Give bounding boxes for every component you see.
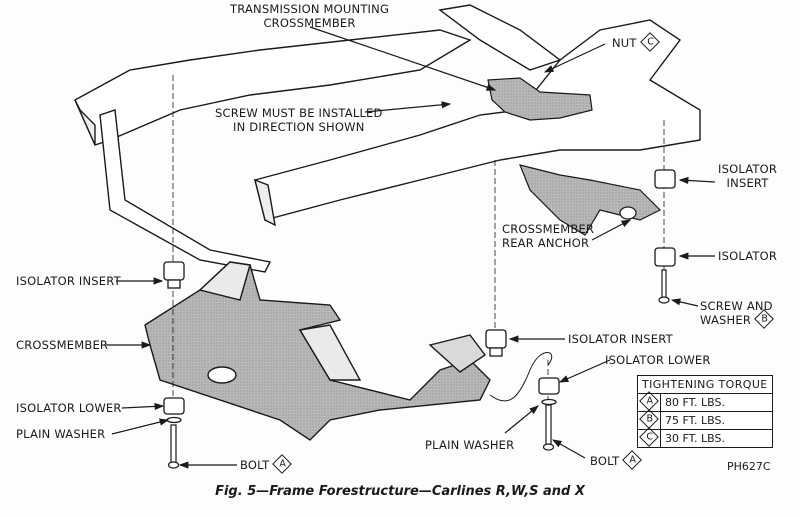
- torque-key-letter: A: [646, 394, 653, 406]
- label-isolator-insert-left: ISOLATOR INSERT: [16, 274, 121, 288]
- label-line: CROSSMEMBER: [502, 222, 595, 236]
- torque-value-cell: 75 FT. LBS.: [660, 411, 773, 430]
- torque-key-diamond-icon: B: [639, 408, 659, 429]
- label-screw-direction: SCREW MUST BE INSTALLED IN DIRECTION SHO…: [215, 106, 383, 134]
- table-row: C 30 FT. LBS.: [637, 426, 773, 448]
- label-isolator-insert-right: ISOLATOR INSERT: [718, 162, 777, 190]
- label-bolt-right: BOLT A: [590, 449, 643, 470]
- label-line: INSERT: [726, 176, 769, 190]
- torque-key-cell: C: [637, 426, 661, 448]
- label-isolator-lower-right: ISOLATOR LOWER: [605, 353, 711, 367]
- torque-key-diamond-icon: C: [639, 426, 659, 447]
- label-screw-and-washer: SCREW AND WASHER B: [700, 299, 774, 329]
- table-row: A 80 FT. LBS.: [637, 390, 773, 412]
- torque-key-letter: C: [646, 35, 654, 47]
- label-line: REAR ANCHOR: [502, 236, 590, 250]
- torque-value-cell: 30 FT. LBS.: [660, 429, 773, 448]
- isolator-parts: [163, 169, 676, 424]
- label-isolator-lower-left: ISOLATOR LOWER: [16, 401, 122, 415]
- label-plain-washer-center: PLAIN WASHER: [425, 438, 515, 452]
- label-plain-washer-left: PLAIN WASHER: [16, 427, 106, 441]
- label-line: CROSSMEMBER: [263, 16, 356, 30]
- label-bolt-left: BOLT A: [240, 453, 293, 474]
- label-line: WASHER: [700, 313, 752, 327]
- transmission-crossmember-part: [487, 77, 593, 121]
- hose-line: [489, 352, 553, 402]
- label-crossmember-rear-anchor: CROSSMEMBER REAR ANCHOR: [502, 222, 594, 250]
- frame-right-rail: [253, 4, 701, 227]
- torque-key-letter: C: [646, 430, 654, 442]
- tightening-torque-table: TIGHTENING TORQUE A 80 FT. LBS. B 75 FT.…: [637, 375, 773, 448]
- torque-value-cell: 80 FT. LBS.: [660, 393, 773, 412]
- crossmember-rear-anchor-part: [519, 164, 662, 236]
- bolt-parts: [167, 269, 670, 469]
- torque-key-diamond-icon: A: [639, 390, 659, 411]
- crossmember-part: [144, 261, 491, 441]
- label-isolator-right: ISOLATOR: [718, 249, 778, 263]
- torque-key-letter: B: [646, 412, 653, 424]
- label-text: BOLT: [590, 454, 620, 468]
- torque-key-letter: B: [761, 312, 769, 324]
- label-nut: NUT C: [612, 31, 660, 52]
- table-header-row: TIGHTENING TORQUE: [637, 375, 773, 394]
- label-line: SCREW AND: [700, 299, 773, 313]
- label-text: BOLT: [240, 458, 270, 472]
- label-transmission-mounting-crossmember: TRANSMISSION MOUNTING CROSSMEMBER: [230, 2, 389, 30]
- label-isolator-insert-center: ISOLATOR INSERT: [568, 332, 673, 346]
- torque-key-letter: A: [629, 453, 637, 465]
- torque-key-letter: A: [279, 457, 287, 469]
- leader-lines: [106, 26, 716, 469]
- label-line: TRANSMISSION MOUNTING: [230, 2, 390, 16]
- figure-code: PH627C: [727, 460, 771, 473]
- label-text: NUT: [612, 36, 637, 50]
- label-line: ISOLATOR: [718, 162, 778, 176]
- label-line: SCREW MUST BE INSTALLED: [215, 106, 383, 120]
- label-line: IN DIRECTION SHOWN: [233, 120, 365, 134]
- frame-left-rail: [74, 29, 472, 273]
- figure-caption: Fig. 5—Frame Forestructure—Carlines R,W,…: [215, 484, 585, 499]
- label-crossmember: CROSSMEMBER: [16, 338, 109, 352]
- table-row: B 75 FT. LBS.: [637, 408, 773, 430]
- table-title: TIGHTENING TORQUE: [637, 375, 773, 394]
